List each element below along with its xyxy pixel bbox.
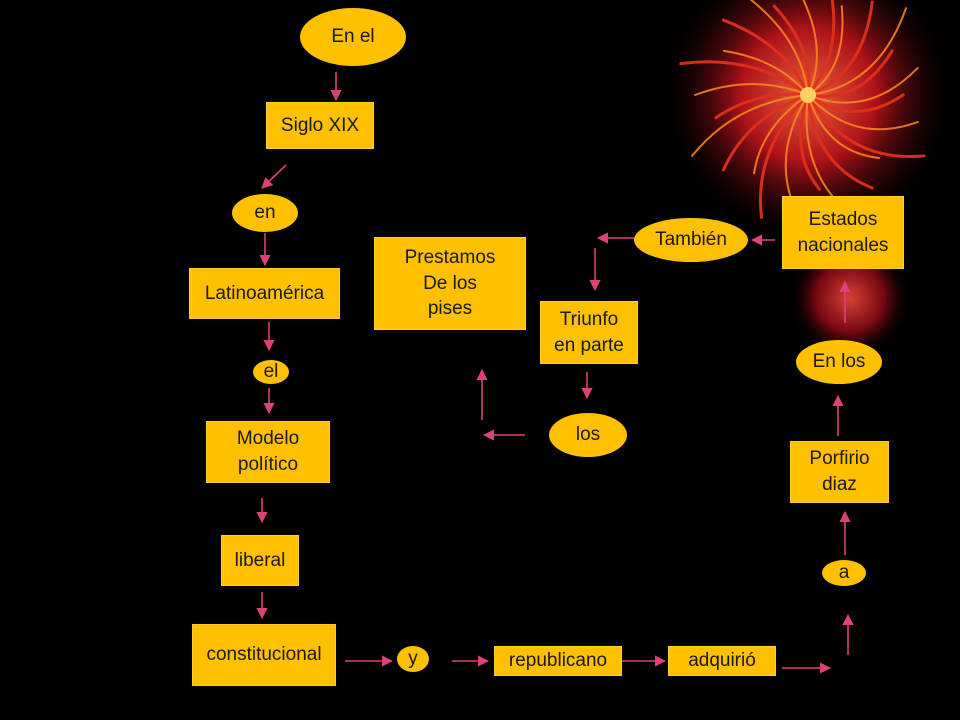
- sphere-strand: [679, 60, 810, 97]
- sphere-strand: [722, 49, 809, 96]
- sphere-strand: [694, 83, 809, 96]
- node-adquirio: adquirió: [668, 646, 776, 676]
- node-en: en: [232, 194, 298, 232]
- node-triunfo-en-parte: Triunfo en parte: [540, 301, 638, 364]
- node-en-los: En los: [796, 340, 882, 384]
- sphere-strand: [806, 0, 874, 97]
- node-porfirio-diaz: Porfirio diaz: [790, 441, 889, 503]
- node-los: los: [549, 413, 627, 457]
- sphere-strand: [806, 49, 894, 98]
- sphere-strand: [807, 66, 919, 104]
- node-tambien: También: [634, 218, 748, 262]
- sphere-strand: [691, 94, 809, 157]
- sphere-strand: [806, 93, 874, 190]
- sphere-strand: [784, 94, 809, 209]
- node-a: a: [822, 560, 866, 586]
- sphere-strand: [807, 94, 919, 131]
- node-prestamos: Prestamos De los pises: [374, 237, 526, 330]
- sphere-strand: [772, 4, 811, 97]
- sphere-strand: [714, 92, 810, 120]
- sphere-strand: [721, 18, 810, 97]
- node-constitucional: constitucional: [192, 624, 336, 686]
- sphere-strand: [802, 0, 818, 96]
- sphere-strand: [806, 93, 926, 159]
- sphere-strand: [807, 7, 908, 96]
- sphere-strand: [799, 93, 821, 191]
- sphere-strand: [806, 93, 905, 113]
- node-republicano: republicano: [494, 646, 622, 676]
- node-latinoamerica: Latinoamérica: [189, 268, 340, 319]
- sphere-strand: [749, 0, 809, 96]
- sphere-strand: [807, 94, 881, 159]
- sphere-strand: [806, 0, 836, 97]
- node-estados-nacionales: Estados nacionales: [782, 196, 904, 269]
- arrow-siglo-en: [261, 164, 287, 189]
- sphere-strand: [759, 93, 810, 219]
- sphere-strand: [807, 5, 844, 96]
- node-siglo-xix: Siglo XIX: [266, 102, 374, 149]
- node-el: el: [253, 360, 289, 384]
- node-en-el: En el: [300, 8, 406, 66]
- sphere-strand: [721, 93, 810, 172]
- node-liberal: liberal: [221, 535, 299, 586]
- sphere-strand: [753, 94, 809, 175]
- node-modelo-politico: Modelo político: [206, 421, 330, 483]
- node-y: y: [397, 646, 429, 672]
